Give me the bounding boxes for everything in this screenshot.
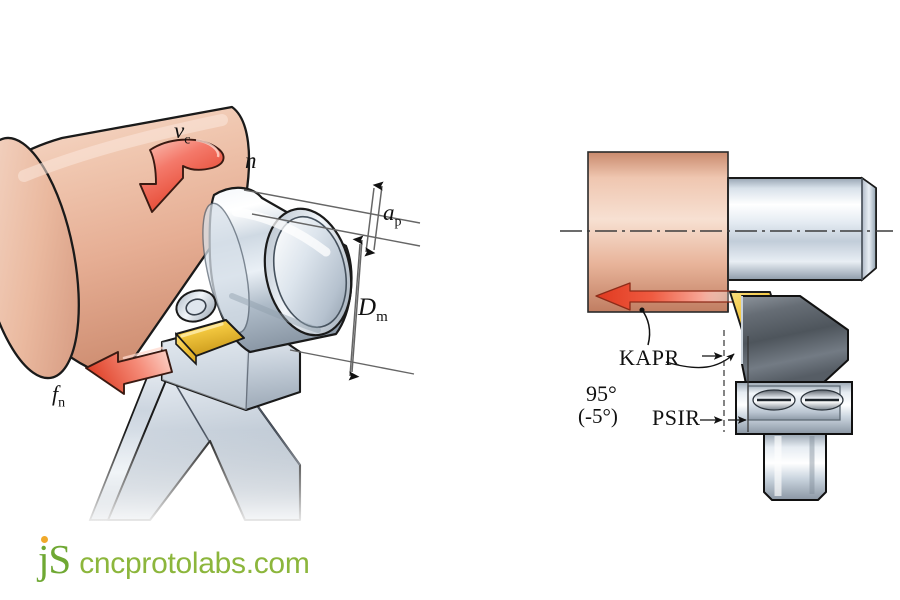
kapr-leader-to-tool [665,353,735,369]
machined-bar-chamfer [861,176,877,282]
tool-shank-fadeout [80,430,340,530]
watermark-domain-text: cncprotolabs.com [79,547,310,580]
cutting-speed-base: v [174,118,185,143]
machined-bar-plan [727,176,877,312]
holder-shank-stub [763,433,827,501]
machined-bar-body [727,177,877,281]
ap-dim-lower-arrow [364,187,376,257]
machined-diameter-label: Dm [358,294,388,326]
insert-highlight [180,322,224,338]
entering-angle-label: KAPR [619,345,680,370]
psir-dimension [700,330,749,432]
workpiece-isometric [0,105,251,380]
fn-arrow-shape [85,349,173,395]
lead-angle-value: (-5°) [578,404,618,428]
workpiece-left-end [0,136,80,380]
feed-per-revolution-label: fn [52,381,65,411]
entering-angle-value: 95° [586,381,617,406]
depth-of-cut-base: a [383,200,395,225]
workpiece-raw-plan [587,151,729,313]
spindle-speed-label: n [245,148,257,174]
ap-dim-upper-arrow [372,181,384,251]
cutting-speed-subscript: c [184,132,191,148]
extension-line-machined-bottom [289,349,415,375]
holder-head-body [741,295,849,385]
workpiece-highlight [18,114,228,182]
machined-end-face [273,215,347,329]
spindle-speed-base: n [245,148,257,173]
cutting-insert-isometric [175,319,245,366]
feed-direction-arrow-iso [85,346,173,395]
dimension-lines-isometric [243,189,421,375]
machined-step-isometric [202,186,353,354]
dm-dim-upper-arrow [351,235,364,373]
machined-diameter-base: D [358,294,377,321]
cncprotolabs-watermark: jS cncprotolabs.com [38,536,310,582]
watermark-mark: jS [38,536,71,582]
insert-side-face [175,331,197,366]
right-diagram [560,151,893,501]
dm-dim-lower-arrow [348,243,361,381]
extension-line-raw-diameter [243,189,421,224]
kapr-leader-line [639,307,651,346]
depth-of-cut-label: ap [383,200,402,231]
watermark-dot-icon [41,536,48,543]
extension-line-machined-top [251,213,421,247]
vc-arrow-highlight [195,138,220,158]
left-diagram [0,105,421,530]
machined-highlight [231,207,331,257]
feed-subscript: n [58,395,66,411]
cutting-speed-label: vc [174,118,190,149]
depth-of-cut-dimension [364,181,384,257]
tool-holder-plan [735,295,853,501]
machined-shadow [229,293,321,333]
insert-clamp-screw [175,289,217,323]
lead-angle-label: PSIR [652,405,701,430]
machined-diameter-dimension [348,235,364,381]
cutting-speed-arrow [139,138,225,213]
machined-diameter-subscript: m [376,309,388,325]
feed-base: f [52,381,59,406]
kapr-leader [639,307,735,369]
clamp-screw-socket [185,298,207,316]
holder-screws [752,389,844,411]
fn-arrow-highlight [122,346,164,360]
watermark-mark-text: jS [38,536,71,582]
depth-of-cut-subscript: p [394,214,402,230]
